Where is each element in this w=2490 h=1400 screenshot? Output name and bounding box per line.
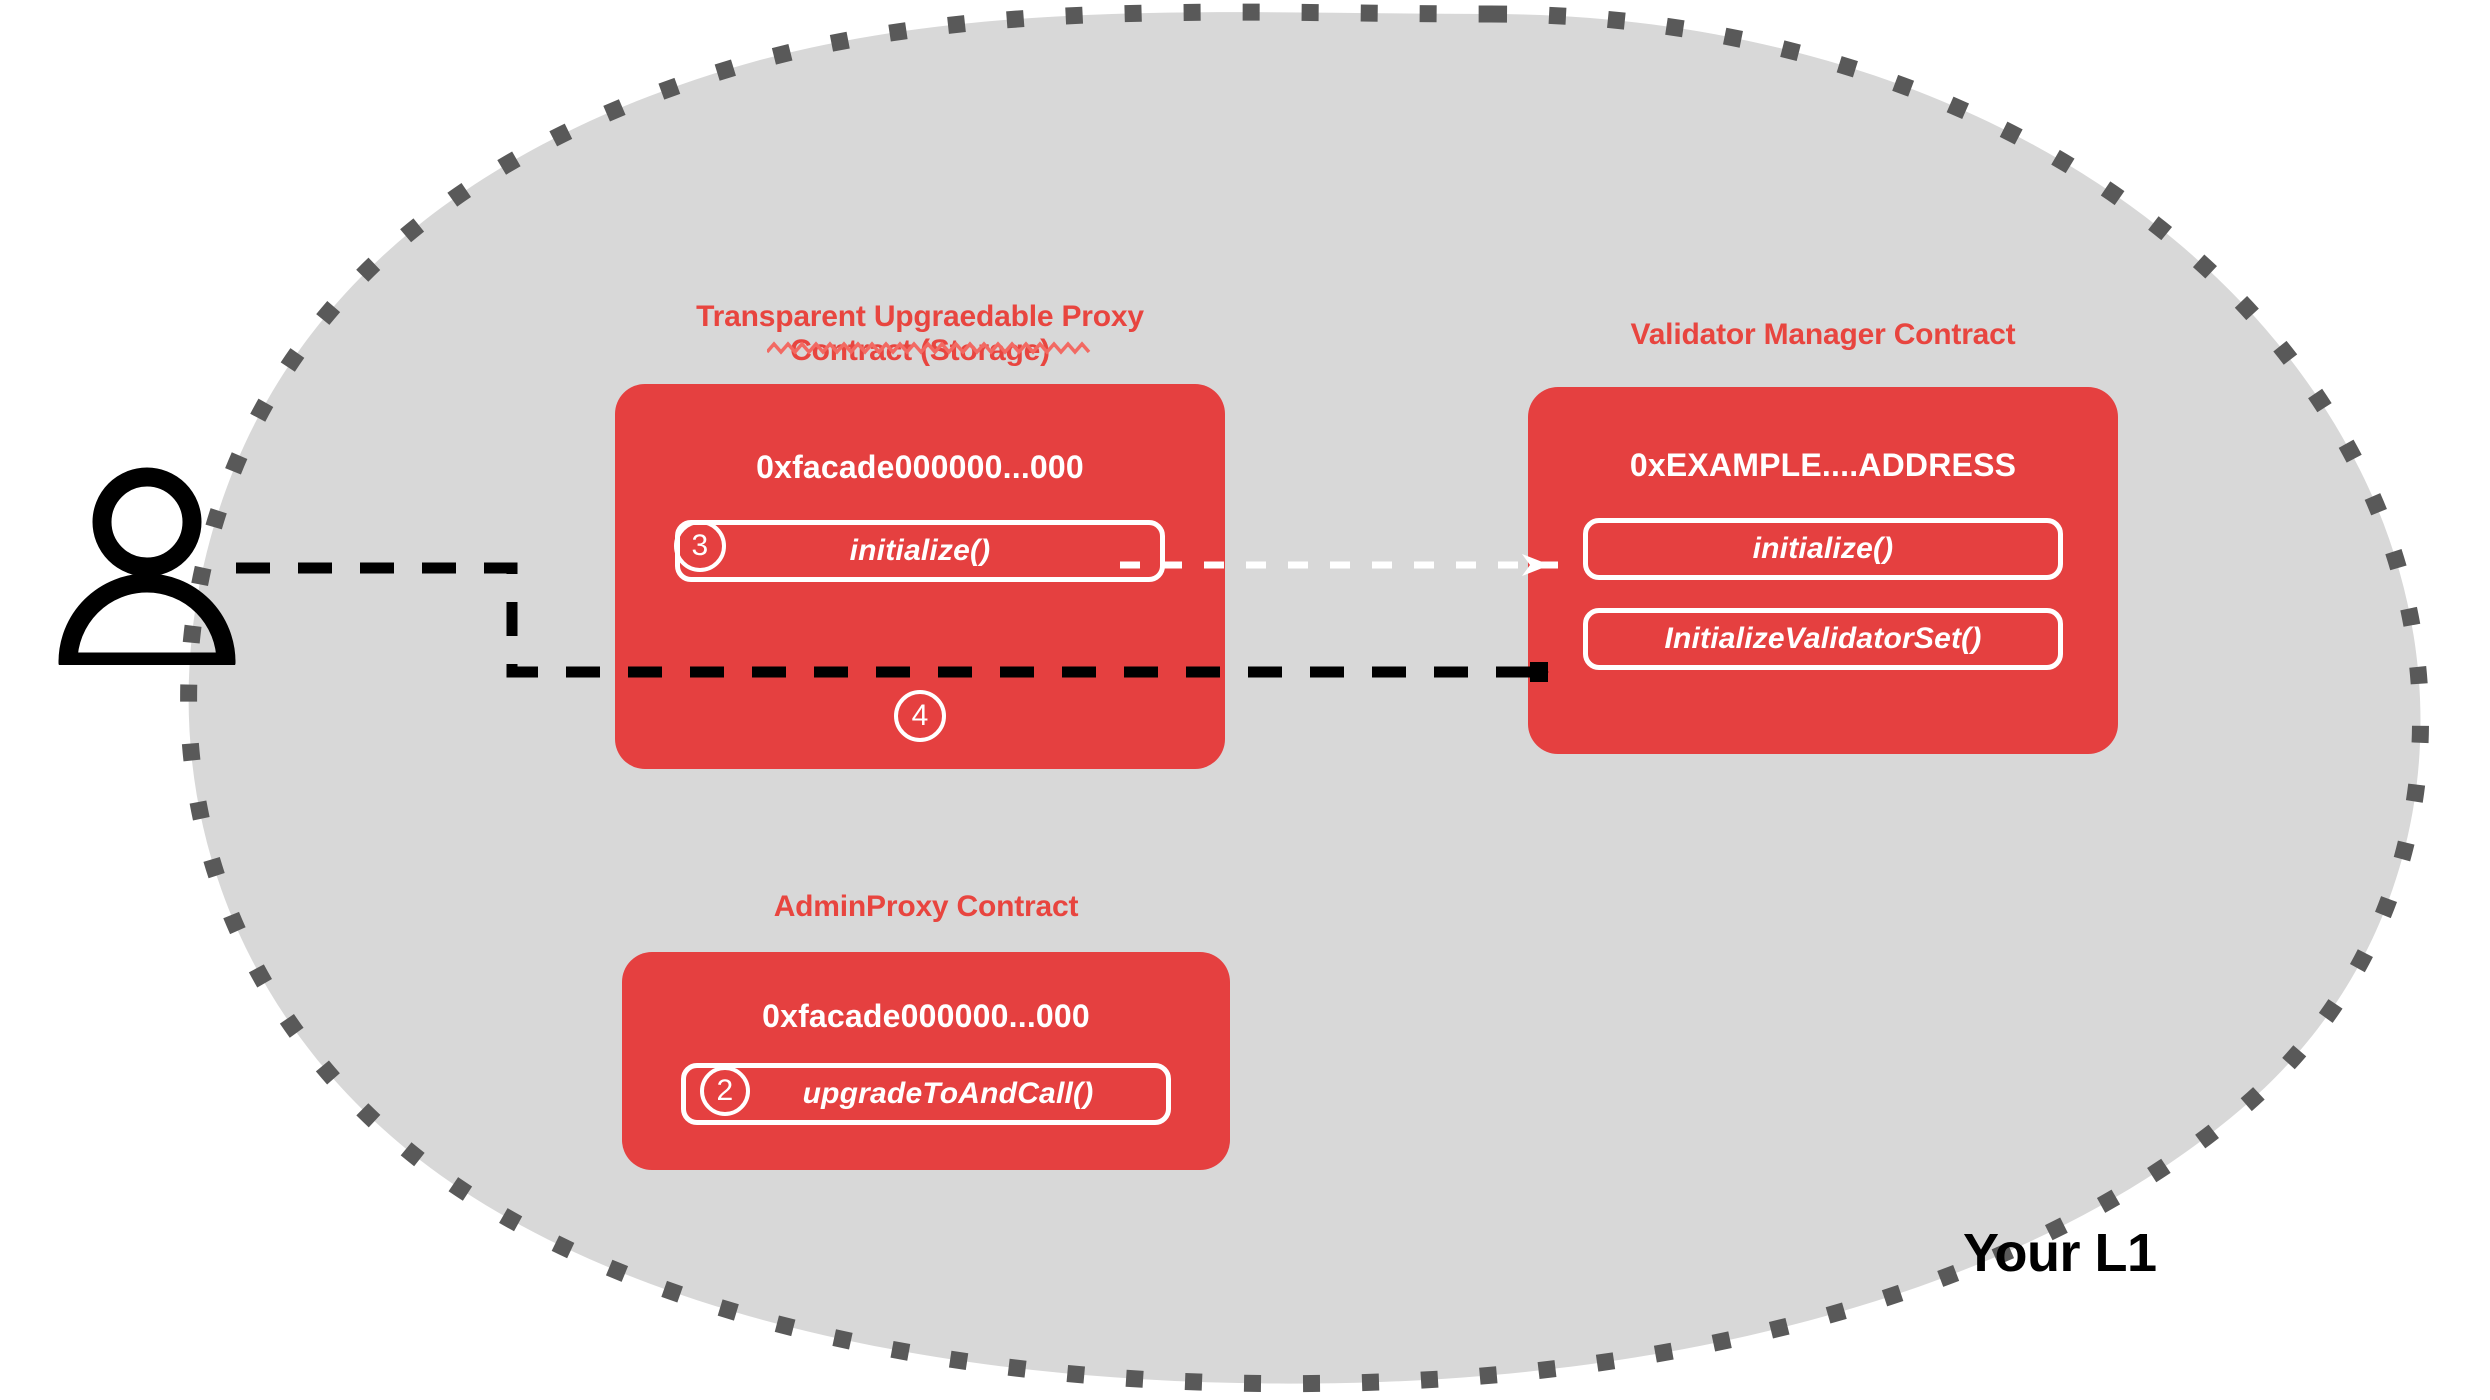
contract-card-validator-manager[interactable]: 0xEXAMPLE....ADDRESS initialize() Initia… <box>1528 386 2118 754</box>
contract-title-admin-proxy: AdminProxy Contract <box>773 890 1079 923</box>
contract-address-validator-manager: 0xEXAMPLE....ADDRESS <box>1629 446 2017 483</box>
contract-card-proxy[interactable]: 0xfacade000000...000 initialize() 3 4 <box>615 384 1225 770</box>
method-label: InitializeValidatorSet() <box>1664 621 1982 655</box>
method-admin-upgrade-to-and-call[interactable]: upgradeToAndCall() 2 <box>681 1062 1171 1125</box>
method-label: upgradeToAndCall() <box>802 1076 1094 1110</box>
method-manager-initialize[interactable]: initialize() <box>1583 517 2063 580</box>
step-badge-3: 3 <box>674 520 726 573</box>
method-proxy-initialize[interactable]: initialize() 3 <box>674 520 1165 583</box>
method-manager-initialize-validator-set[interactable]: InitializeValidatorSet() <box>1583 607 2063 670</box>
contract-group-validator-manager: Validator Manager Contract 0xEXAMPLE....… <box>1528 318 2118 754</box>
method-label: initialize() <box>849 534 991 568</box>
step-badge-2: 2 <box>700 1065 750 1116</box>
person-icon <box>58 467 236 665</box>
contract-title-proxy: Transparent Upgraedable Proxy Contract (… <box>696 300 1144 367</box>
contract-address-proxy: 0xfacade000000...000 <box>756 449 1084 486</box>
contract-group-admin-proxy: AdminProxy Contract 0xfacade000000...000… <box>622 890 1230 1170</box>
contract-card-admin-proxy[interactable]: 0xfacade000000...000 upgradeToAndCall() … <box>622 951 1230 1170</box>
contract-address-admin-proxy: 0xfacade000000...000 <box>762 997 1090 1034</box>
step-badge-4: 4 <box>894 690 946 743</box>
contract-group-proxy: Transparent Upgraedable Proxy Contract (… <box>615 300 1225 770</box>
contract-title-validator-manager: Validator Manager Contract <box>1630 318 2016 351</box>
method-label: initialize() <box>1752 531 1894 565</box>
blob-dashed-border <box>180 3 2429 1393</box>
region-label-your-l1: Your L1 <box>1963 1223 2157 1283</box>
